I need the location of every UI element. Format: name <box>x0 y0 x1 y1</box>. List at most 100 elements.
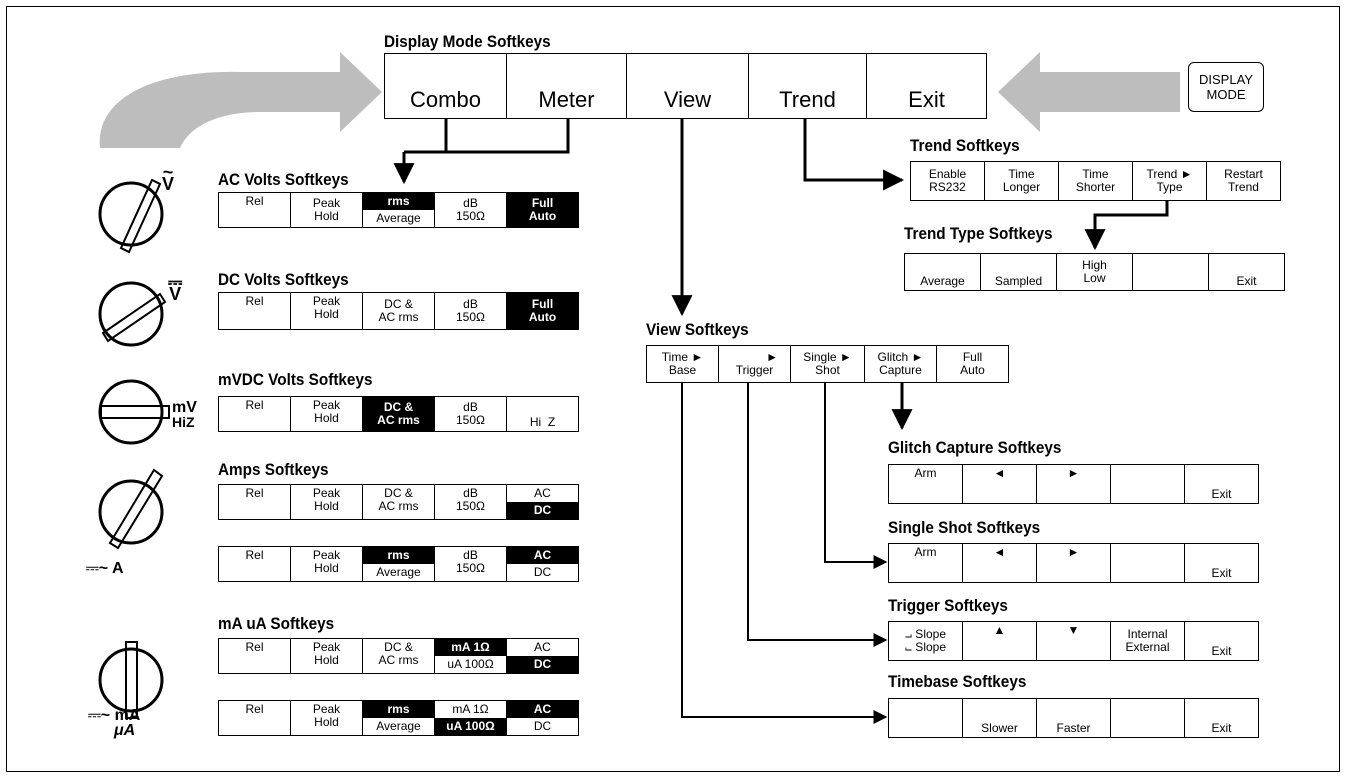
connector-combo-meter <box>444 118 570 154</box>
timebase-blank1-key[interactable] <box>889 699 963 737</box>
view-single-shot-key[interactable]: Single ►Shot <box>791 346 865 382</box>
timebase-slower-key[interactable]: Slower <box>963 699 1037 737</box>
ma-rel-key[interactable]: Rel <box>219 639 291 673</box>
ac-rel-key[interactable]: Rel <box>219 193 291 227</box>
view-time-base-key[interactable]: Time ►Base <box>647 346 719 382</box>
view-trigger-key[interactable]: ►Trigger <box>719 346 791 382</box>
dial-ma-ua-icon <box>98 641 164 719</box>
dial-ac-volts-label: ~V <box>162 162 175 194</box>
view-softkeys: Time ►Base ►Trigger Single ►Shot Glitch … <box>646 345 1009 383</box>
single-right-key[interactable]: ► <box>1037 544 1111 582</box>
trigger-exit-key[interactable]: Exit <box>1185 622 1259 660</box>
trend-blank-key[interactable] <box>1133 254 1209 290</box>
dial-amps-label: ⎓~ A <box>86 560 124 577</box>
single-exit-key[interactable]: Exit <box>1185 544 1259 582</box>
mv-dc-acrms-key[interactable]: DC &AC rms <box>363 397 435 431</box>
connector-trigger <box>747 382 888 647</box>
timebase-blank2-key[interactable] <box>1111 699 1185 737</box>
glitch-capture-title: Glitch Capture Softkeys <box>888 438 1062 457</box>
timebase-faster-key[interactable]: Faster <box>1037 699 1111 737</box>
ma2-rel-key[interactable]: Rel <box>219 701 291 735</box>
timebase-exit-key[interactable]: Exit <box>1185 699 1259 737</box>
glitch-arm-key[interactable]: Arm <box>889 465 963 503</box>
trigger-up-key[interactable]: ▲ <box>963 622 1037 660</box>
exit-softkey[interactable]: Exit <box>867 54 987 118</box>
trigger-title: Trigger Softkeys <box>888 596 1008 615</box>
view-title: View Softkeys <box>646 320 749 339</box>
single-shot-title: Single Shot Softkeys <box>888 518 1041 537</box>
glitch-capture-softkeys: Arm ◄ ► Exit <box>888 464 1259 504</box>
single-shot-softkeys: Arm ◄ ► Exit <box>888 543 1259 583</box>
trend-exit-key[interactable]: Exit <box>1209 254 1285 290</box>
glitch-exit-key[interactable]: Exit <box>1185 465 1259 503</box>
glitch-right-key[interactable]: ► <box>1037 465 1111 503</box>
ma-dc-acrms-key[interactable]: DC &AC rms <box>363 639 435 673</box>
mv-rel-key[interactable]: Rel <box>219 397 291 431</box>
trend-average-key[interactable]: Average <box>905 254 981 290</box>
trigger-slope-key[interactable]: ⨼ Slope⨽ Slope <box>889 622 963 660</box>
amps2-rel-key[interactable]: Rel <box>219 547 291 581</box>
dial-mv-icon <box>98 379 170 445</box>
single-left-key[interactable]: ◄ <box>963 544 1037 582</box>
single-arm-key[interactable]: Arm <box>889 544 963 582</box>
glitch-left-key[interactable]: ◄ <box>963 465 1037 503</box>
single-blank-key[interactable] <box>1111 544 1185 582</box>
meter-softkey[interactable]: Meter <box>507 54 627 118</box>
view-glitch-capture-key[interactable]: Glitch ►Capture <box>865 346 937 382</box>
amps-rel-key[interactable]: Rel <box>219 485 291 519</box>
dc-rel-key[interactable]: Rel <box>219 293 291 329</box>
diagram-frame <box>6 6 1340 772</box>
trigger-down-key[interactable]: ▼ <box>1037 622 1111 660</box>
connector-trend-type <box>1084 200 1169 251</box>
dc-dc-acrms-key[interactable]: DC &AC rms <box>363 293 435 329</box>
combo-softkey[interactable]: Combo <box>385 54 507 118</box>
trend-type-key[interactable]: Trend ►Type <box>1133 162 1207 200</box>
dial-dc-volts-icon <box>98 281 167 347</box>
view-softkey[interactable]: View <box>627 54 749 118</box>
mvdc-volts-title: mVDC Volts Softkeys <box>218 370 373 389</box>
mv-hi-z-key[interactable]: Hi Z <box>507 397 579 431</box>
glitch-blank-key[interactable] <box>1111 465 1185 503</box>
amps-dc-acrms-key[interactable]: DC &AC rms <box>363 485 435 519</box>
trend-softkey[interactable]: Trend <box>749 54 867 118</box>
display-mode-title: Display Mode Softkeys <box>384 32 551 51</box>
ma-ua-title: mA uA Softkeys <box>218 614 335 633</box>
trend-sampled-key[interactable]: Sampled <box>981 254 1057 290</box>
